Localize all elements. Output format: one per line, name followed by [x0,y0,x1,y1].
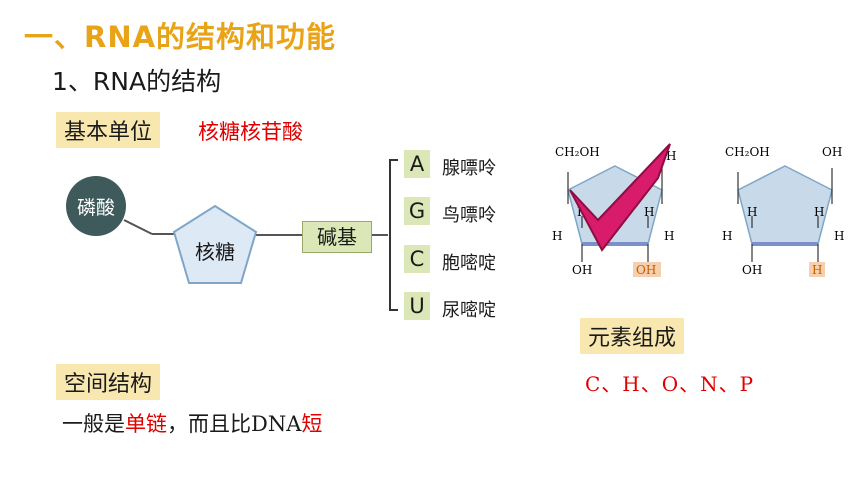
h-label: H [814,205,824,219]
phosphate-label: 磷酸 [76,197,115,219]
oh-label-highlight: OH [636,263,656,277]
h-label: H [834,229,844,243]
oh-label: OH [822,145,842,159]
base-letter: G [404,197,430,225]
desc-dna: DNA [251,412,302,436]
base-letter: C [404,245,430,273]
slide-title: 一、RNA的结构和功能 [24,20,337,54]
elements-value: C、H、O、N、P [585,372,755,396]
h-label: H [644,205,654,219]
h-label: H [747,205,757,219]
check-mark-icon [569,143,671,252]
base-name: 胞嘧啶 [442,253,496,274]
base-letter: A [404,150,430,178]
oh-label: OH [572,263,592,277]
elements-label: 元素组成 [580,318,685,354]
basic-unit-value: 核糖核苷酸 [198,120,303,144]
basic-unit-label: 基本单位 [56,112,161,148]
base-name: 鸟嘌呤 [442,205,496,226]
deoxyribose-structure: CH₂OH OH H H H H OH H [722,145,844,277]
h-label: H [664,229,674,243]
oh-label: OH [742,263,762,277]
phosphate-circle [66,176,126,236]
base-box: 碱基 [302,221,372,253]
sugar-structures: CH₂OH H H H H H OH OH CH₂OH OH H H H H O… [552,143,844,277]
h-label-highlight: H [812,263,822,277]
ch2oh-label: CH₂OH [725,145,770,159]
base-name: 腺嘌呤 [442,158,496,179]
h-label: H [722,229,732,243]
base-name: 尿嘧啶 [442,300,496,321]
h-label: H [552,229,562,243]
ribose-pentagon [172,204,258,284]
sugar-label: 核糖 [195,240,235,264]
desc-short: 短 [301,412,323,436]
base-letter: U [404,292,430,320]
desc-single-strand: 单链 [125,412,167,436]
desc-prefix: 一般是 [62,412,125,436]
ch2oh-label: CH₂OH [555,145,600,159]
spatial-structure-desc: 一般是单链，而且比DNA短 [62,408,322,438]
desc-middle: ，而且比 [167,412,251,436]
spatial-structure-label: 空间结构 [56,364,161,400]
slide-subtitle: 1、RNA的结构 [52,67,222,96]
right-top-h: H [666,149,676,163]
